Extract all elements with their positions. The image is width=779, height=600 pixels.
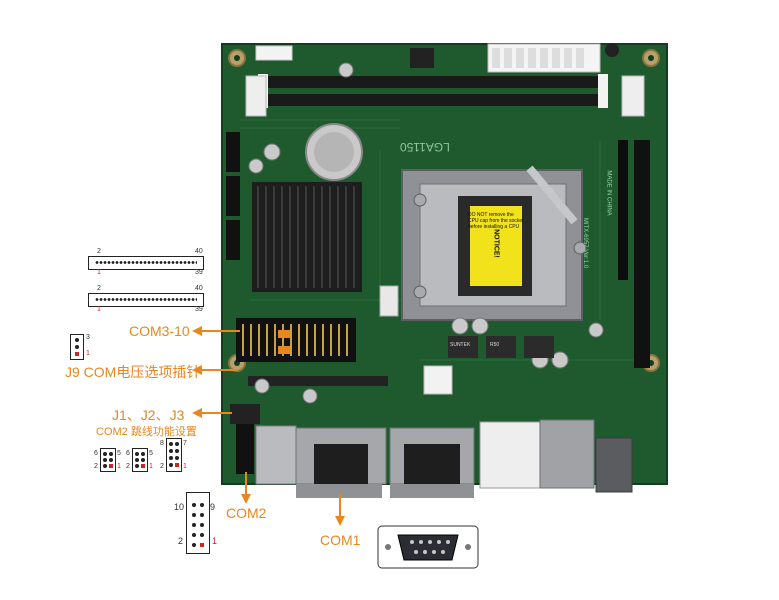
com3-10-label: COM3-10 (129, 323, 190, 339)
jumper-pin-label: 1 (149, 463, 153, 470)
jumper-pin-label: 8 (160, 440, 164, 447)
cap-brand: SUNTEK (450, 342, 471, 348)
com2-pin-10-label: 10 (174, 502, 185, 512)
pin-label-2: 2 (97, 248, 101, 255)
jumper-pin-label: 6 (126, 450, 130, 457)
cap-value: R50 (490, 342, 500, 348)
board-origin: MADE IN CHINA (605, 170, 612, 216)
pin-label-2: 2 (97, 285, 101, 292)
com2-header-body (186, 492, 210, 554)
com2-jumper-setting-label: COM2 跳线功能设置 (96, 426, 197, 438)
header-body-top (88, 256, 204, 270)
com1-label: COM1 (320, 532, 361, 548)
jumper-pin-label: 2 (94, 463, 98, 470)
pin-label-1: 1 (97, 269, 101, 276)
pin-label-40: 40 (195, 248, 203, 255)
jumper-pin-label: 6 (94, 450, 98, 457)
jumper-pin-label: 2 (160, 463, 164, 470)
j9-pin-1-label: 1 (86, 350, 90, 357)
jumper-pin-label: 1 (183, 463, 187, 470)
jumper-body (166, 438, 182, 472)
board-model: MITX-6957 Ver:1.0 (582, 217, 589, 269)
com2-pin-9-label: 9 (210, 502, 216, 512)
com2-label: COM2 (226, 505, 267, 521)
pin-label-39: 39 (195, 306, 203, 313)
jumper-body (100, 448, 116, 472)
pin-label-40: 40 (195, 285, 203, 292)
jumper-body (132, 448, 148, 472)
jumper-pin-label: 5 (117, 450, 121, 457)
j9-header-body (70, 334, 84, 360)
jumper-pin-label: 7 (183, 440, 187, 447)
j9-voltage-label: J9 COM电压选项插针 (65, 364, 201, 380)
jumper-pin-label: 1 (117, 463, 121, 470)
jumper-pin-label: 2 (126, 463, 130, 470)
jumper-pin-label: 5 (149, 450, 153, 457)
pin-label-39: 39 (195, 269, 203, 276)
com2-pin-2-label: 2 (178, 536, 184, 546)
j1-j2-j3-label: J1、J2、J3 (112, 407, 185, 423)
socket-label: LGA1150 (400, 140, 450, 154)
notice-sticker-text: DO NOT remove the CPU cap from the socke… (468, 212, 524, 230)
pin-label-1: 1 (97, 306, 101, 313)
com2-pin-1-label: 1 (212, 536, 218, 546)
header-body-bottom (88, 293, 204, 307)
j9-pin-3-label: 3 (86, 334, 90, 341)
